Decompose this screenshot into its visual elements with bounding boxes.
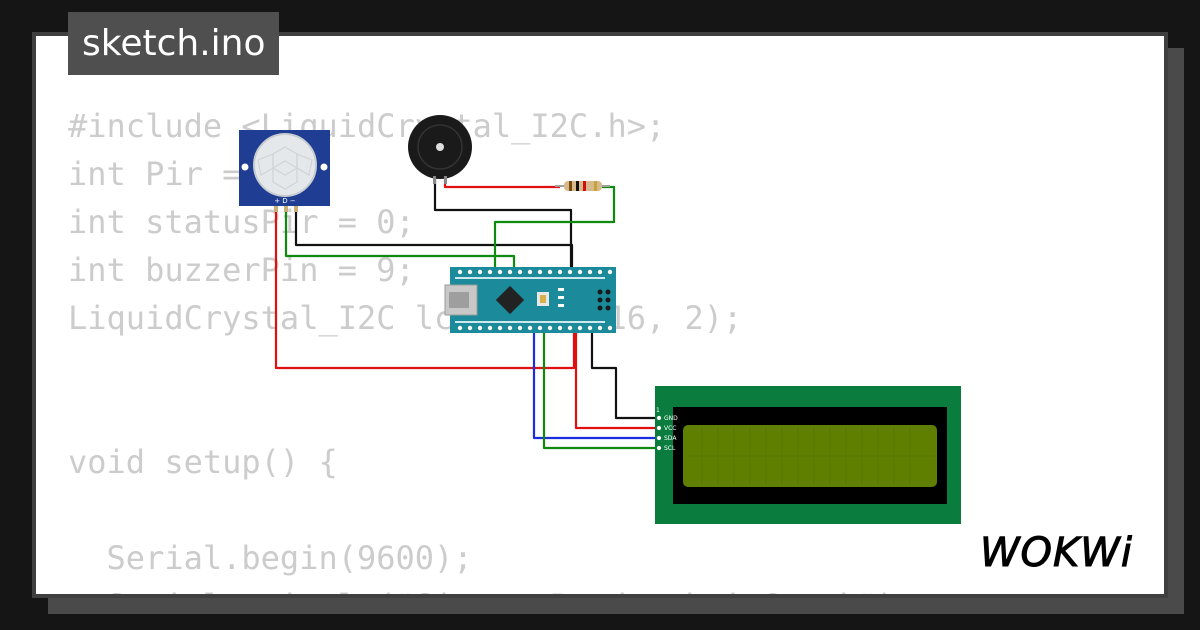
wokwi-logo-text: WOKWi xyxy=(980,530,1133,576)
lcd-pin-vcc: VCC xyxy=(664,425,676,432)
wire-lcd-sda xyxy=(532,333,658,440)
lcd-pin-sda: SDA xyxy=(664,435,677,442)
arduino-nano-icon[interactable] xyxy=(444,267,616,333)
resistor-icon[interactable] xyxy=(555,181,610,191)
sketch-title: sketch.ino xyxy=(68,12,280,75)
wire-pir-signal xyxy=(284,205,516,270)
wire-pir-vcc xyxy=(274,205,576,370)
pir-sensor-icon[interactable]: + D − xyxy=(239,130,330,212)
code-line: void setup() { xyxy=(68,443,338,481)
wire-buzzer-gnd xyxy=(433,178,573,270)
wire-buzzer-pos xyxy=(443,178,560,189)
wokwi-logo-icon: WOKWi xyxy=(980,530,1133,577)
code-line: int buzzerPin = 9; xyxy=(68,251,415,289)
lcd-pin-scl: SCL xyxy=(664,445,676,452)
code-line: Serial.begin(9600); xyxy=(68,539,473,577)
pir-pin-labels: + D − xyxy=(274,197,296,205)
code-line: int statusPir = 0; xyxy=(68,203,415,241)
wire-lcd-vcc xyxy=(574,333,658,430)
wire-pir-gnd xyxy=(294,205,574,270)
lcd-pin-marker: 1 xyxy=(656,407,660,414)
lcd-1602-icon[interactable]: 1 GND VCC SDA SCL xyxy=(655,386,961,524)
lcd-pin-gnd: GND xyxy=(664,415,678,422)
buzzer-icon[interactable] xyxy=(408,115,472,184)
code-line: Serial.println("Sistem Pendeteksi Gerak"… xyxy=(68,582,916,594)
wire-resistor-pin xyxy=(493,185,616,270)
wire-lcd-gnd xyxy=(590,333,658,420)
wire-lcd-scl xyxy=(542,333,658,450)
